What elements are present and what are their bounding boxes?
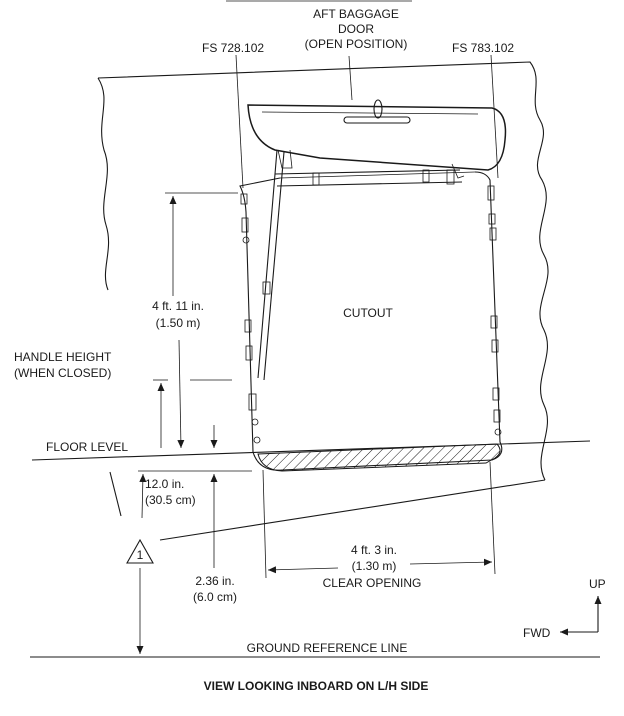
note-number: 1 [137, 548, 144, 562]
handle-height-label-sub: (WHEN CLOSED) [14, 366, 111, 380]
fs-left-label: FS 728.102 [202, 41, 264, 55]
fs-right-label: FS 783.102 [452, 41, 514, 55]
width-m-label: (1.30 m) [352, 559, 397, 573]
door-title-line2: DOOR [338, 22, 374, 36]
sill-cm-label: (30.5 cm) [145, 493, 196, 507]
width-arrow-right [409, 558, 493, 566]
door-title-line3: (OPEN POSITION) [305, 37, 408, 51]
cutout-label: CUTOUT [343, 306, 393, 320]
height-ft-label: 4 ft. 11 in. [152, 299, 204, 313]
sill-in-label: 12.0 in. [145, 477, 184, 491]
cutout-top-edge [279, 171, 476, 179]
handle-height-label: HANDLE HEIGHT [14, 350, 112, 364]
ground-in-label: 2.36 in. [195, 574, 234, 588]
note-triangle-icon [126, 538, 154, 564]
fs-left-station-line [235, 54, 244, 189]
door-title-line1: AFT BAGGAGE [313, 7, 399, 21]
floor-level-label: FLOOR LEVEL [46, 440, 128, 454]
strut-clamp-icon [262, 281, 271, 295]
fuselage-lower-left-stub [109, 471, 122, 517]
frame-hinges-right [487, 185, 502, 436]
up-label: UP [589, 577, 606, 591]
width-ft-label: 4 ft. 3 in. [351, 543, 397, 557]
width-extension-right [489, 461, 496, 575]
fuselage-section-outline [97, 61, 549, 481]
fs-right-station-line [490, 54, 499, 179]
height-m-label: (1.50 m) [156, 316, 201, 330]
door-latch-icon [373, 99, 383, 119]
floor-sill-hatch [257, 443, 501, 472]
width-arrow-left [267, 566, 339, 574]
height-dimension-arrow-down [177, 339, 185, 449]
sill-height-arrow-up [139, 473, 147, 519]
door-title-leader [348, 55, 353, 101]
width-extension-left [262, 469, 267, 579]
fwd-label: FWD [523, 626, 551, 640]
baggage-door-open [247, 99, 507, 187]
door-support-strut [257, 149, 285, 381]
door-handle-icon [343, 116, 411, 124]
fuselage-section-left-edge [97, 77, 110, 291]
clear-opening-label: CLEAR OPENING [323, 576, 422, 590]
ground-cm-label: (6.0 cm) [193, 590, 237, 604]
ground-reference-label: GROUND REFERENCE LINE [247, 641, 408, 655]
fuselage-lower-line [159, 479, 546, 541]
view-caption: VIEW LOOKING INBOARD ON L/H SIDE [204, 679, 429, 693]
frame-hinges-left [240, 193, 261, 444]
door-cutout-frame [239, 171, 503, 471]
